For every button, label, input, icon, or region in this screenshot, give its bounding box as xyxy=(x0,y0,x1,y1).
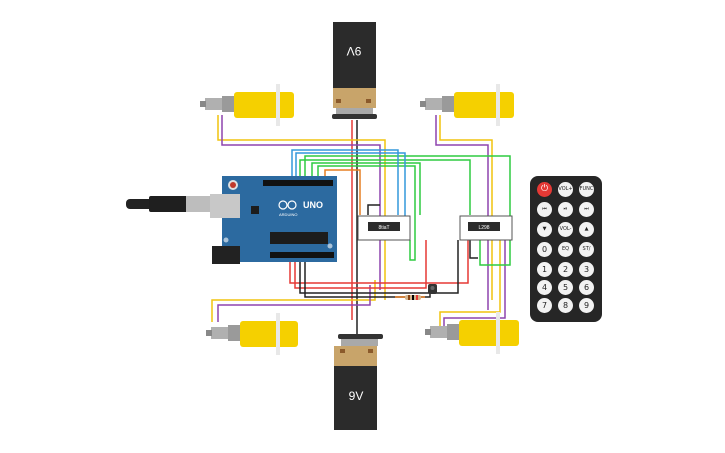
eq-button[interactable]: EQ xyxy=(558,242,573,257)
wire-signal-green-3 xyxy=(311,162,421,215)
button-8[interactable]: 8 xyxy=(558,298,573,313)
wire-motor-bl-purple xyxy=(217,285,371,322)
wire-power-red-2 xyxy=(294,240,427,289)
wire-motor-tr-yellow xyxy=(439,115,493,300)
button-6[interactable]: 6 xyxy=(579,280,594,295)
wire-motor-tr-purple xyxy=(435,115,489,310)
ir-remote[interactable]: ⏻ VOL+ FUNC STOP ⏮ ⏯ ⏭ ▼ VOL- ▲ 0 EQ ST/ REPT 123 456… xyxy=(530,176,602,322)
wires xyxy=(211,115,511,340)
wire-signal-green-1 xyxy=(299,159,471,215)
battery-bottom-label: 9V xyxy=(349,389,364,403)
motor-top-right[interactable] xyxy=(420,84,514,126)
play-pause-button[interactable]: ⏯ xyxy=(558,202,573,217)
motor-bottom-left[interactable] xyxy=(206,313,298,355)
func-stop-button[interactable]: FUNC STOP xyxy=(579,182,594,197)
wire-driver-right-black xyxy=(469,240,478,259)
motor-top-left[interactable] xyxy=(200,84,294,126)
wire-power-black-1 xyxy=(299,240,459,294)
wire-signal-blue-2 xyxy=(295,152,406,240)
wire-signal-orange xyxy=(324,169,361,215)
arduino-model-label: UNO xyxy=(303,200,323,210)
button-2[interactable]: 2 xyxy=(558,262,573,277)
motor-driver-right[interactable]: L298 xyxy=(459,215,513,241)
wire-signal-green-4 xyxy=(317,165,416,261)
st-rept-button[interactable]: ST/ REPT xyxy=(579,242,594,257)
power-button[interactable]: ⏻ xyxy=(537,182,552,197)
driver-right-label: L298 xyxy=(478,225,489,231)
wire-motor-br-purple xyxy=(443,236,506,328)
button-9[interactable]: 9 xyxy=(579,298,594,313)
up-button[interactable]: ▲ xyxy=(579,222,594,237)
ir-receiver[interactable] xyxy=(428,284,437,294)
rewind-button[interactable]: ⏮ xyxy=(537,202,552,217)
fast-forward-button[interactable]: ⏭ xyxy=(579,202,594,217)
arduino-board[interactable]: UNO ARDUINO xyxy=(126,176,337,264)
wire-driver-left-black xyxy=(367,204,380,215)
driver-left-label: 8tiaT xyxy=(378,225,389,231)
vol-up-button[interactable]: VOL+ xyxy=(558,182,573,197)
button-0[interactable]: 0 xyxy=(537,242,552,257)
button-7[interactable]: 7 xyxy=(537,298,552,313)
wire-signal-green-2 xyxy=(304,155,511,266)
wire-motor-bl-yellow xyxy=(211,280,376,322)
wire-motor-br-yellow xyxy=(439,240,501,328)
down-button[interactable]: ▼ xyxy=(537,222,552,237)
vol-down-button[interactable]: VOL- xyxy=(558,222,573,237)
resistor[interactable] xyxy=(405,295,421,300)
button-1[interactable]: 1 xyxy=(537,262,552,277)
wire-power-black-2 xyxy=(304,262,431,298)
button-3[interactable]: 3 xyxy=(579,262,594,277)
arduino-brand-label: ARDUINO xyxy=(279,212,297,217)
motor-driver-left[interactable]: 8tiaT xyxy=(357,215,411,241)
battery-bottom[interactable]: 9V xyxy=(334,334,383,430)
wire-signal-blue-1 xyxy=(291,149,399,215)
motor-bottom-right[interactable] xyxy=(425,312,519,354)
wire-power-red-1 xyxy=(289,240,469,284)
button-4[interactable]: 4 xyxy=(537,280,552,295)
battery-top-label: 9V xyxy=(347,44,362,58)
button-5[interactable]: 5 xyxy=(558,280,573,295)
battery-top[interactable]: 9V xyxy=(332,22,377,119)
